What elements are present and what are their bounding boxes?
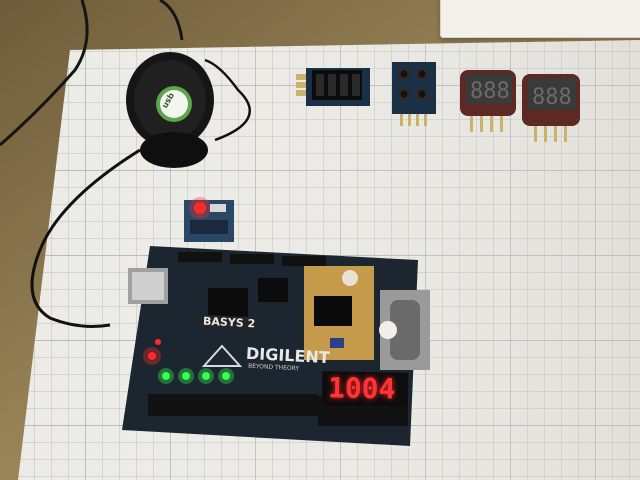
svg-text:888: 888 [470, 79, 510, 104]
seven-segment-module-2: 888 [522, 74, 580, 142]
button-module [392, 62, 436, 126]
led-pmod [184, 197, 234, 242]
display-value: 1004 [327, 371, 396, 406]
digilent-triangle-icon [201, 344, 243, 367]
svg-text:888: 888 [532, 85, 572, 110]
seven-segment-display: 1004 [321, 371, 409, 407]
usb-reel-icon [126, 52, 214, 168]
white-box [440, 0, 640, 38]
pmod-connector-module [296, 68, 370, 106]
seven-segment-module-1: 888 [460, 70, 516, 132]
basys2-board [122, 246, 430, 446]
